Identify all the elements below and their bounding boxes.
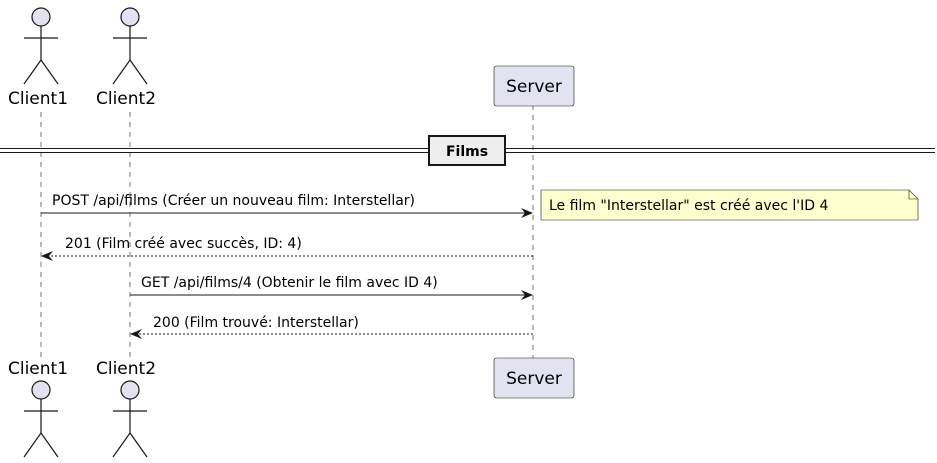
participant-label-client1-top: Client1 <box>8 89 68 109</box>
message-get: GET /api/films/4 (Obtenir le film avec I… <box>130 275 533 300</box>
group-label: Films <box>446 144 488 160</box>
stick-figure-actor-icon <box>112 380 148 458</box>
participant-server-top: Server <box>493 65 575 107</box>
message-200: 200 (Film trouvé: Interstellar) <box>130 315 533 339</box>
message-post: POST /api/films (Créer un nouveau film: … <box>41 193 533 218</box>
participant-server-bottom: Server <box>493 357 575 399</box>
stick-figure-actor-icon <box>23 380 59 458</box>
participant-box <box>493 65 575 107</box>
actor-client1-bottom: Client1 <box>8 359 68 458</box>
actor-client1-top: Client1 <box>8 7 68 109</box>
participant-label-client2-bottom: Client2 <box>96 359 156 379</box>
note: Le film "Interstellar" est créé avec l'I… <box>540 189 919 221</box>
note-fold <box>908 190 918 200</box>
dog-eared-note-icon <box>540 189 919 221</box>
message-label-200: 200 (Film trouvé: Interstellar) <box>153 315 359 331</box>
note-text: Le film "Interstellar" est créé avec l'I… <box>549 198 829 214</box>
actor-client2-top: Client2 <box>96 7 156 109</box>
stick-figure-actor-icon <box>112 7 148 85</box>
participant-box <box>493 357 575 399</box>
message-label-get: GET /api/films/4 (Obtenir le film avec I… <box>141 275 438 291</box>
message-label-post: POST /api/films (Créer un nouveau film: … <box>52 193 415 209</box>
participant-label-client1-bottom: Client1 <box>8 359 68 379</box>
message-201: 201 (Film créé avec succès, ID: 4) <box>41 236 533 261</box>
message-label-201: 201 (Film créé avec succès, ID: 4) <box>65 236 302 252</box>
participant-label-client2-top: Client2 <box>96 89 156 109</box>
actor-client2-bottom: Client2 <box>96 359 156 458</box>
group-divider: Films <box>0 135 935 166</box>
participant-label-server-top: Server <box>506 77 562 97</box>
group-label-box <box>428 135 506 166</box>
stick-figure-actor-icon <box>23 7 59 85</box>
participant-label-server-bottom: Server <box>506 369 562 389</box>
